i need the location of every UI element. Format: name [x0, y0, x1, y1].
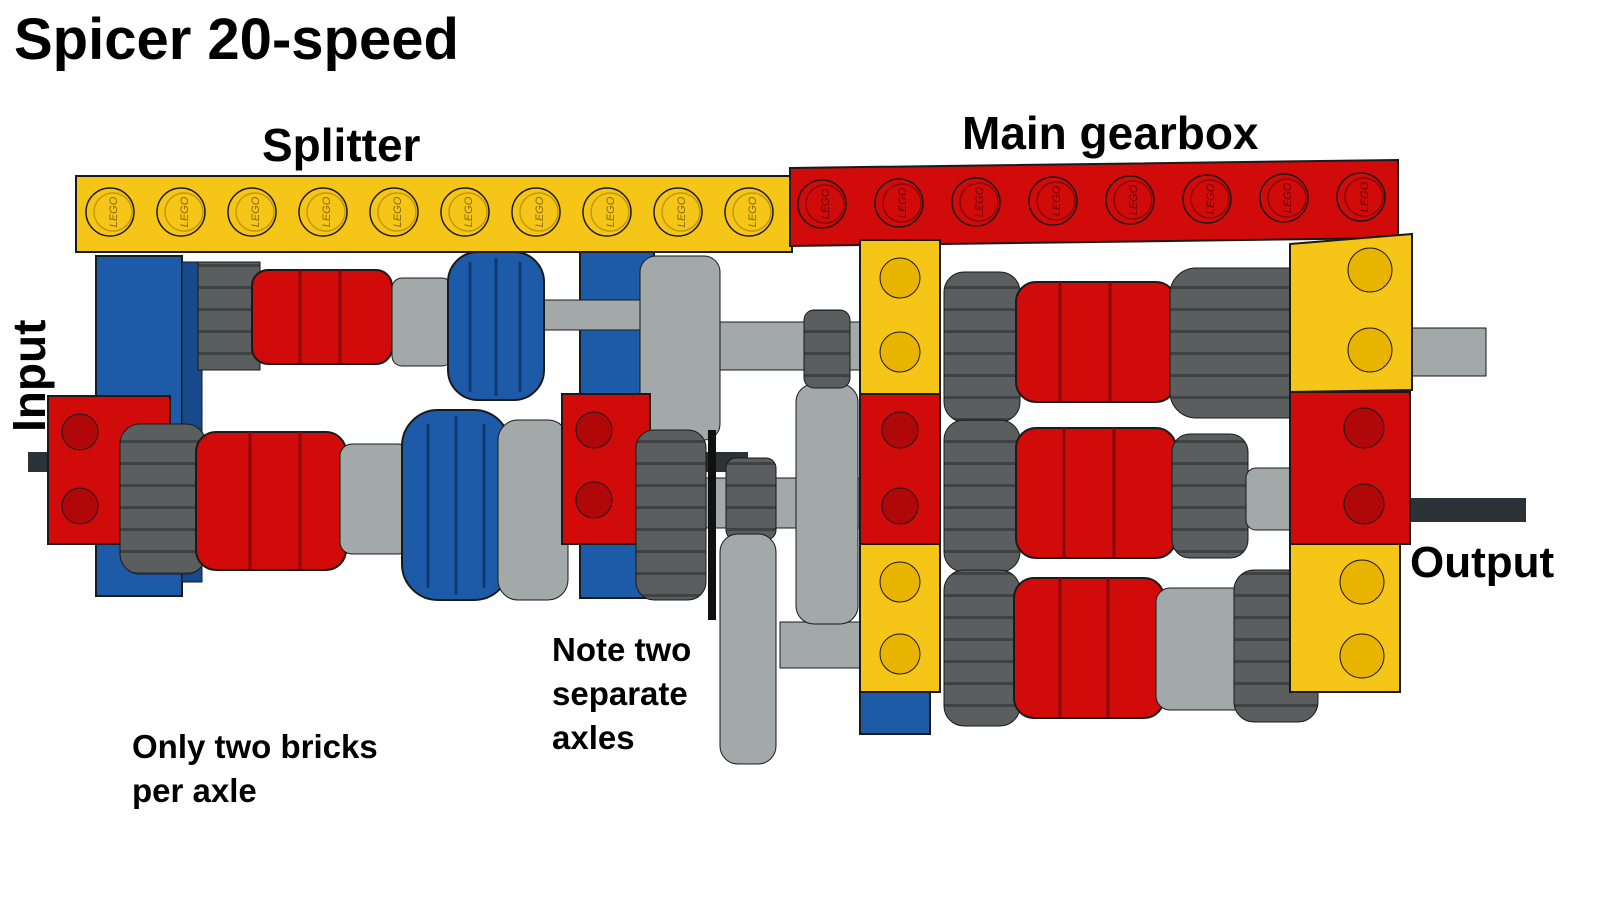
splitter-bushing-lower	[339, 443, 411, 555]
separate-axles-note: Note two separate axles	[552, 628, 691, 760]
input-label: Input	[3, 319, 55, 432]
main-yellow-brick-right-upper	[1289, 232, 1413, 394]
splitter-gear-lower-dark-2	[635, 429, 707, 601]
lego-stud: LEGO	[1182, 174, 1232, 224]
svg-text:LEGO: LEGO	[463, 196, 475, 227]
svg-text:LEGO: LEGO	[1359, 181, 1371, 212]
svg-text:LEGO: LEGO	[897, 187, 909, 218]
main-gear-upper-left	[943, 271, 1021, 423]
lego-stud: LEGO	[1105, 175, 1155, 225]
lego-stud: LEGO	[369, 187, 419, 237]
axle-separation-mark	[708, 430, 716, 620]
main-yellow-brick-left-lower	[859, 543, 941, 693]
lego-stud: LEGO	[724, 187, 774, 237]
main-gearbox-beam: LEGO LEGO LEGO LEGO LEGO LEGO LEGO LEGO	[789, 158, 1399, 248]
svg-text:LEGO: LEGO	[1282, 182, 1294, 213]
countershaft-gear-dark-top	[803, 309, 851, 389]
splitter-label: Splitter	[262, 119, 421, 171]
lego-stud: LEGO	[227, 187, 277, 237]
main-gear-middle-left	[943, 419, 1021, 573]
lego-stud: LEGO	[1336, 172, 1386, 222]
svg-text:LEGO: LEGO	[605, 196, 617, 227]
splitter-gear-upper-blue	[447, 251, 545, 401]
lego-stud: LEGO	[85, 187, 135, 237]
countershaft-gear-gray-mid	[795, 383, 859, 625]
main-red-brick-left	[859, 393, 941, 545]
lego-stud: LEGO	[582, 187, 632, 237]
page-title: Spicer 20-speed	[14, 7, 459, 72]
main-gear-lower-left	[943, 569, 1021, 727]
lego-stud: LEGO	[298, 187, 348, 237]
countershaft-gear-small	[725, 457, 777, 541]
lego-stud: LEGO	[156, 187, 206, 237]
splitter-gear-upper-gray	[639, 255, 721, 441]
svg-text:LEGO: LEGO	[974, 186, 986, 217]
note-line: Only two bricks	[132, 728, 378, 765]
lego-stud: LEGO	[1028, 176, 1078, 226]
note-line: Note two	[552, 631, 692, 668]
note-line: axles	[552, 719, 635, 756]
main-blue-brick-left-base	[859, 691, 931, 735]
lego-stud: LEGO	[951, 177, 1001, 227]
splitter-beam: LEGO LEGO LEGO LEGO LEGO LEGO LEGO LEGO LEGO LEGO	[75, 175, 793, 253]
lego-stud: LEGO	[797, 179, 847, 229]
splitter-bushing-upper	[391, 277, 453, 367]
svg-text:LEGO: LEGO	[747, 196, 759, 227]
bricks-per-axle-note: Only two bricks per axle	[132, 725, 378, 813]
svg-text:LEGO: LEGO	[1205, 183, 1217, 214]
splitter-gear-upper-dark	[197, 261, 261, 371]
svg-text:LEGO: LEGO	[1051, 185, 1063, 216]
main-gearbox-label: Main gearbox	[962, 107, 1259, 159]
main-yellow-brick-left	[859, 239, 941, 395]
svg-text:LEGO: LEGO	[321, 196, 333, 227]
main-red-brick-right	[1289, 391, 1411, 545]
lego-stud: LEGO	[1259, 173, 1309, 223]
output-label: Output	[1410, 538, 1555, 587]
main-yellow-brick-right-lower	[1289, 543, 1401, 693]
svg-text:LEGO: LEGO	[250, 196, 262, 227]
lego-stud: LEGO	[874, 178, 924, 228]
note-line: per axle	[132, 772, 257, 809]
svg-text:LEGO: LEGO	[820, 188, 832, 219]
note-line: separate	[552, 675, 688, 712]
svg-text:LEGO: LEGO	[1128, 184, 1140, 215]
svg-text:LEGO: LEGO	[108, 196, 120, 227]
countershaft-gear-gray-large	[719, 533, 777, 765]
splitter-red-brick-middle	[561, 393, 651, 545]
main-clutch-upper-red	[1015, 281, 1177, 403]
lego-stud: LEGO	[440, 187, 490, 237]
main-clutch-middle-red	[1015, 427, 1177, 559]
svg-text:LEGO: LEGO	[676, 196, 688, 227]
splitter-bevel-gear	[497, 419, 569, 601]
svg-text:LEGO: LEGO	[534, 196, 546, 227]
lego-stud: LEGO	[653, 187, 703, 237]
splitter-gear-lower-dark	[119, 423, 207, 575]
main-clutch-lower-red	[1013, 577, 1165, 719]
splitter-clutch-upper-red	[251, 269, 393, 365]
svg-text:LEGO: LEGO	[179, 196, 191, 227]
splitter-gear-lower-blue	[401, 409, 511, 601]
splitter-clutch-lower-red	[195, 431, 347, 571]
svg-text:LEGO: LEGO	[392, 196, 404, 227]
lego-stud: LEGO	[511, 187, 561, 237]
